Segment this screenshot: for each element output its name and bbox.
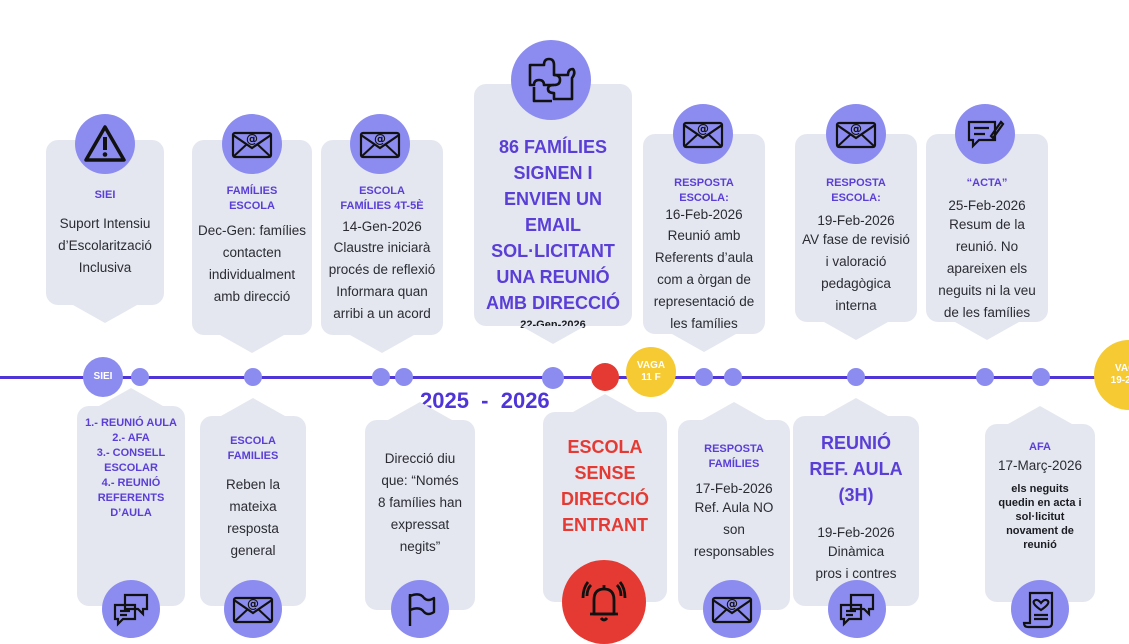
timeline-dot <box>695 368 713 386</box>
timeline-dot <box>395 368 413 386</box>
card-escola-families-2: ESCOLA FAMILIES Reben la mateixa respost… <box>200 398 306 606</box>
card-resposta-escola-1: RESPOSTA ESCOLA: 16-Feb-2026 Reunió amb … <box>643 134 765 352</box>
year-label: 2025 - 2026 <box>420 388 550 413</box>
card-body: Suport Intensiu d’Escolarització Inclusi… <box>58 216 152 275</box>
card-title: ESCOLA SENSE DIRECCIÓ ENTRANT <box>560 437 649 535</box>
timeline-dot <box>244 368 262 386</box>
card-reunio-ref-aula: REUNIÓ REF. AULA (3H) 19-Feb-2026 Dinàmi… <box>793 398 919 606</box>
timeline-dot <box>724 368 742 386</box>
card-body: Reunió amb Referents d’aula com a òrgan … <box>653 228 755 331</box>
card-title: FAMÍLIES ESCOLA <box>226 185 278 212</box>
card-resposta-families: RESPOSTA FAMÍLIES 17-Feb-2026 Ref. Aula … <box>678 402 790 610</box>
envelope-icon: @ <box>826 104 886 164</box>
card-date: 19-Feb-2026 <box>817 525 895 540</box>
card-title: RESPOSTA ESCOLA: <box>826 177 886 204</box>
envelope-icon: @ <box>673 104 733 164</box>
card-date: 19-Feb-2026 <box>817 213 895 228</box>
card-body: AV fase de revisió i valoració pedagògic… <box>802 232 910 313</box>
card-body: Ref. Aula NO son responsables <box>693 500 775 559</box>
card-body: Claustre iniciarà procés de reflexió Inf… <box>328 240 436 321</box>
alarm-bell-icon <box>562 560 646 644</box>
card-title: ESCOLA FAMILIES <box>227 435 279 462</box>
timeline-dot <box>131 368 149 386</box>
timeline-line <box>0 376 1129 379</box>
envelope-icon: @ <box>350 114 410 174</box>
card-title: REUNIÓ REF. AULA (3H) <box>809 433 903 505</box>
card-resposta-escola-2: RESPOSTA ESCOLA: 19-Feb-2026 AV fase de … <box>795 134 917 340</box>
envelope-icon: @ <box>222 114 282 174</box>
card-title: AFA <box>1029 441 1051 453</box>
timeline-dot <box>542 367 564 389</box>
card-direccio-diu: Direcció diu que: “Només 8 famílies han … <box>365 402 475 610</box>
card-reunio-aula: 1.- REUNIÓ AULA 2.- AFA 3.- CONSELL ESCO… <box>77 388 185 606</box>
envelope-icon: @ <box>224 580 282 638</box>
scroll-heart-icon <box>1011 580 1069 638</box>
card-title: RESPOSTA FAMÍLIES <box>704 443 764 470</box>
card-date: 17-Març-2026 <box>997 458 1083 473</box>
card-title: RESPOSTA ESCOLA: <box>674 177 734 204</box>
card-body: Reben la mateixa resposta general <box>225 477 281 558</box>
svg-text:@: @ <box>374 132 386 146</box>
card-body: Resum de la reunió. No apareixen els neg… <box>938 217 1036 320</box>
chat-icon <box>102 580 160 638</box>
card-body: Dinàmica pros i contres <box>815 544 897 581</box>
note-edit-icon <box>955 104 1015 164</box>
svg-text:@: @ <box>726 597 738 611</box>
flag-icon <box>391 580 449 638</box>
marker-vaga-11f: VAGA 11 F <box>626 347 676 397</box>
card-title: 1.- REUNIÓ AULA 2.- AFA 3.- CONSELL ESCO… <box>85 417 177 519</box>
card-acta: “ACTA” 25-Feb-2026 Resum de la reunió. N… <box>926 134 1048 340</box>
svg-text:@: @ <box>247 597 259 611</box>
card-body: els neguits quedin en acta i sol·licitut… <box>998 483 1082 551</box>
envelope-icon: @ <box>703 580 761 638</box>
svg-text:@: @ <box>697 122 709 136</box>
card-date: 25-Feb-2026 <box>948 198 1026 213</box>
card-86-families: 86 FAMÍLIES SIGNEN I ENVIEN UN EMAIL SOL… <box>474 84 632 344</box>
card-body: Direcció diu que: “Només 8 famílies han … <box>377 451 463 554</box>
card-date: 17-Feb-2026 <box>695 481 773 496</box>
card-title: 86 FAMÍLIES SIGNEN I ENVIEN UN EMAIL SOL… <box>486 137 620 313</box>
puzzle-icon <box>511 40 591 120</box>
timeline-dot <box>372 368 390 386</box>
warning-icon <box>75 114 135 174</box>
marker-vaga-19-20m: VAGA 19-20 M <box>1094 340 1129 410</box>
card-date: 22-Gen-2026 <box>520 319 586 331</box>
timeline-dot <box>1032 368 1050 386</box>
chat-icon <box>828 580 886 638</box>
timeline-dot <box>847 368 865 386</box>
card-body: Dec-Gen: famílies contacten individualme… <box>197 223 307 304</box>
card-title: ESCOLA FAMÍLIES 4T-5È <box>340 185 424 212</box>
timeline-dot-red <box>591 363 619 391</box>
timeline-dot <box>976 368 994 386</box>
card-title: “ACTA” <box>966 177 1008 189</box>
card-date: 14-Gen-2026 <box>342 219 422 234</box>
card-title: SIEI <box>94 189 116 201</box>
svg-text:@: @ <box>850 122 862 136</box>
card-date: 16-Feb-2026 <box>665 207 743 222</box>
card-families-escola: FAMÍLIES ESCOLA Dec-Gen: famílies contac… <box>192 140 312 353</box>
svg-text:@: @ <box>246 132 258 146</box>
card-afa: AFA 17-Març-2026 els neguits quedin en a… <box>985 406 1095 602</box>
